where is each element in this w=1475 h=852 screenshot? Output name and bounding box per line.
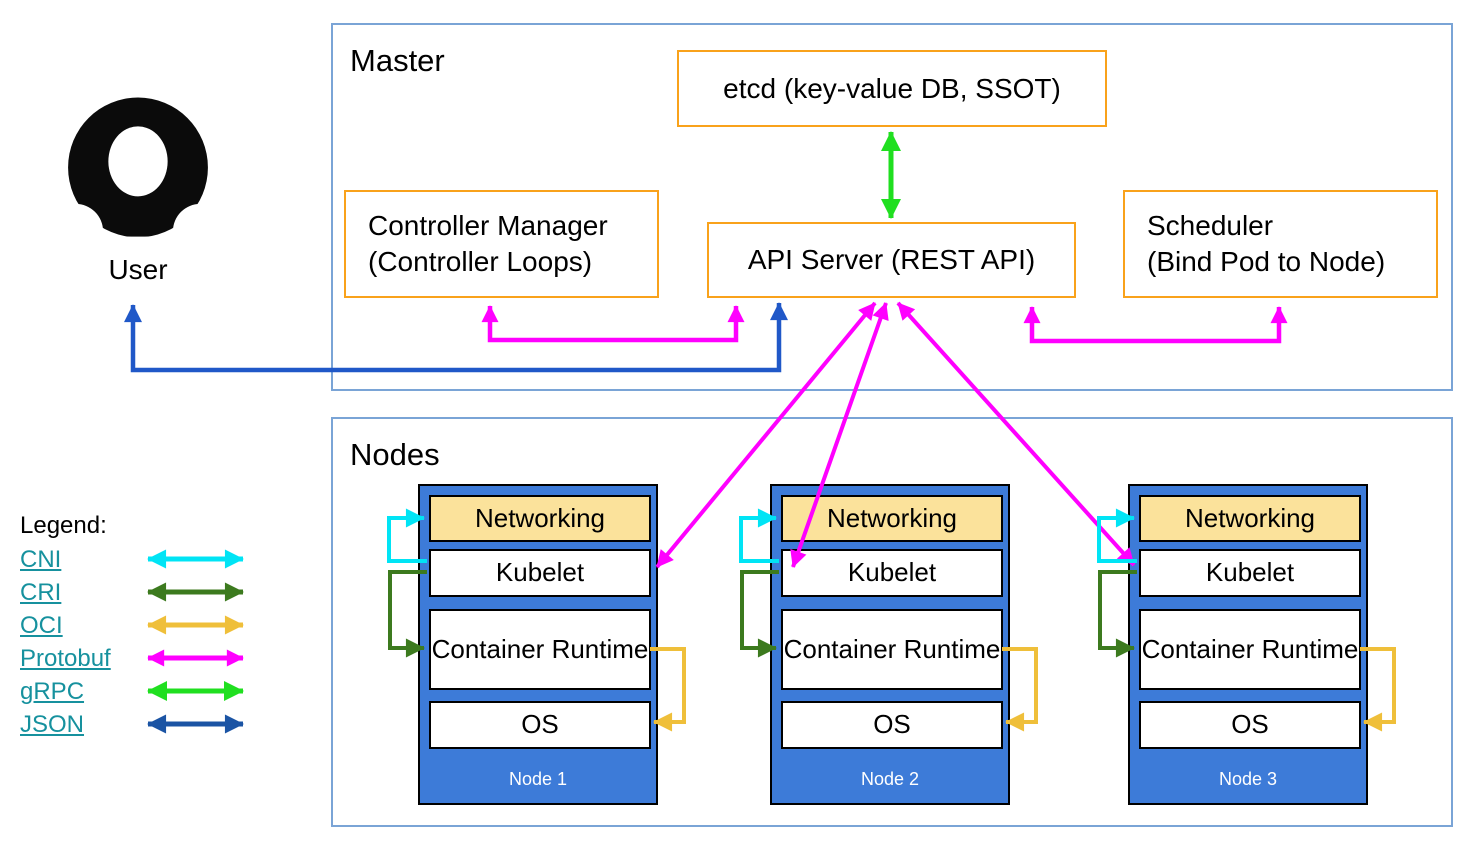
legend-link-grpc[interactable]: gRPC [20,678,85,705]
node-1-kubelet-layer: Kubelet [429,549,651,597]
master-section: Master [331,23,1453,391]
node-3-kubelet-layer: Kubelet [1139,549,1361,597]
nodes-section: Nodes [331,417,1453,827]
nodes-section-title: Nodes [350,437,440,472]
node-2-networking-layer: Networking [781,495,1003,542]
node-2-card: Networking Kubelet Container Runtime OS … [770,484,1010,805]
etcd-box: etcd (key-value DB, SSOT) [677,50,1107,127]
controller-manager-label-line2: (Controller Loops) [368,246,593,277]
legend-link-oci[interactable]: OCI [20,612,63,639]
node-2-name-label: Node 2 [860,769,920,789]
controller-manager-label-line1: Controller Manager [368,210,608,242]
node-1-networking-layer: Networking [429,495,651,542]
node-1-card: Networking Kubelet Container Runtime OS … [418,484,658,805]
api-server-label: API Server (REST API) [747,244,1036,276]
node-3-os-layer: OS [1139,701,1361,749]
user-icon [62,97,214,248]
scheduler-label-line2: (Bind Pod to Node) [1147,246,1386,277]
legend-link-cni[interactable]: CNI [20,546,62,573]
node-3-name-label: Node 3 [1218,769,1278,789]
legend-link-cri[interactable]: CRI [20,579,62,606]
master-section-title: Master [350,43,445,78]
etcd-label: etcd (key-value DB, SSOT) [723,72,1061,104]
node-1-container-runtime-layer: Container Runtime [429,609,651,690]
scheduler-label-line1: Scheduler [1147,210,1274,242]
legend-link-json[interactable]: JSON [20,711,85,738]
controller-manager-box: Controller Manager (Controller Loops) [344,190,659,298]
node-2-container-runtime-layer: Container Runtime [781,609,1003,690]
node-3-container-runtime-layer: Container Runtime [1139,609,1361,690]
node-1-os-layer: OS [429,701,651,749]
api-server-box: API Server (REST API) [707,222,1076,298]
node-2-kubelet-layer: Kubelet [781,549,1003,597]
legend-title: Legend: [20,512,107,539]
node-3-card: Networking Kubelet Container Runtime OS … [1128,484,1368,805]
node-2-os-layer: OS [781,701,1003,749]
node-3-networking-layer: Networking [1139,495,1361,542]
node-1-name-label: Node 1 [508,769,568,789]
scheduler-box: Scheduler (Bind Pod to Node) [1123,190,1438,298]
legend-link-protobuf[interactable]: Protobuf [20,645,111,672]
user-label: User [108,254,168,285]
